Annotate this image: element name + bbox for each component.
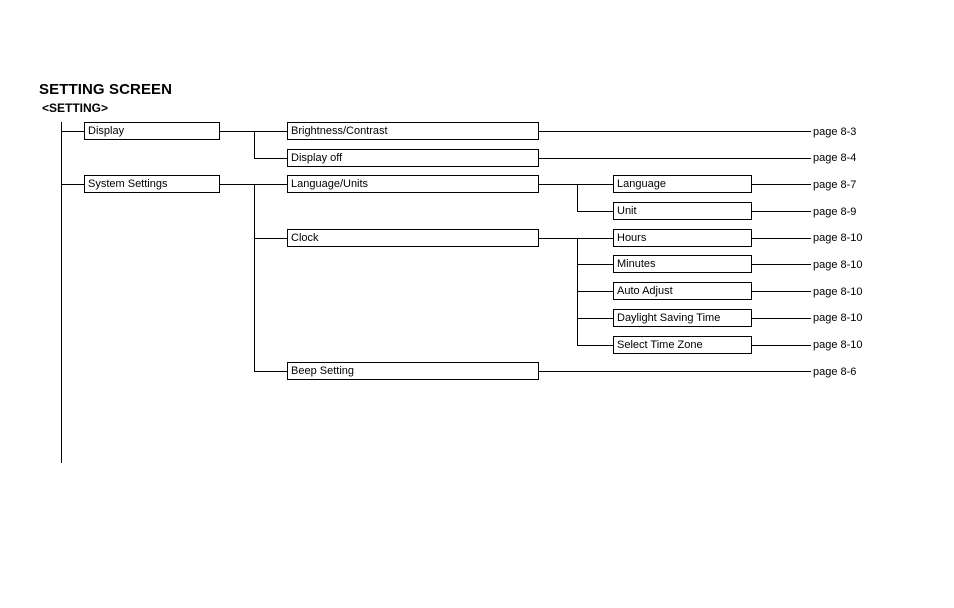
- page-ref-language: page 8-7: [813, 179, 857, 191]
- connector-system-settings: [61, 184, 84, 185]
- page-ref-minutes: page 8-10: [813, 259, 863, 271]
- language-units-branch-line: [577, 184, 578, 211]
- page-ref-beep-setting: page 8-6: [813, 366, 857, 378]
- leader-select-time-zone: [752, 345, 811, 346]
- connector-auto-adjust: [577, 291, 613, 292]
- connector-minutes: [577, 264, 613, 265]
- page-ref-brightness-contrast: page 8-3: [813, 126, 857, 138]
- leader-unit: [752, 211, 811, 212]
- leader-brightness-contrast: [539, 131, 811, 132]
- menu-item-brightness-contrast[interactable]: Brightness/Contrast: [287, 122, 539, 140]
- page-ref-hours: page 8-10: [813, 232, 863, 244]
- connector-unit: [577, 211, 613, 212]
- menu-item-display-off[interactable]: Display off: [287, 149, 539, 167]
- menu-item-beep-setting[interactable]: Beep Setting: [287, 362, 539, 380]
- connector-select-time-zone: [577, 345, 613, 346]
- leader-hours: [752, 238, 811, 239]
- page-ref-select-time-zone: page 8-10: [813, 339, 863, 351]
- menu-item-unit[interactable]: Unit: [613, 202, 752, 220]
- page-ref-daylight-saving-time: page 8-10: [813, 312, 863, 324]
- system-branch-line: [254, 184, 255, 371]
- page-ref-auto-adjust: page 8-10: [813, 286, 863, 298]
- leader-daylight-saving: [752, 318, 811, 319]
- leader-beep-setting: [539, 371, 811, 372]
- menu-item-language[interactable]: Language: [613, 175, 752, 193]
- menu-item-clock[interactable]: Clock: [287, 229, 539, 247]
- menu-item-language-units[interactable]: Language/Units: [287, 175, 539, 193]
- connector-display-out: [220, 131, 287, 132]
- section-subtitle: <SETTING>: [42, 101, 109, 115]
- connector-system-out: [220, 184, 287, 185]
- menu-item-daylight-saving-time[interactable]: Daylight Saving Time: [613, 309, 752, 327]
- connector-beep: [254, 371, 287, 372]
- display-branch-line: [254, 131, 255, 158]
- leader-display-off: [539, 158, 811, 159]
- connector-language-units-out: [539, 184, 613, 185]
- connector-daylight-saving: [577, 318, 613, 319]
- leader-auto-adjust: [752, 291, 811, 292]
- connector-display: [61, 131, 84, 132]
- connector-clock-out: [539, 238, 613, 239]
- menu-item-auto-adjust[interactable]: Auto Adjust: [613, 282, 752, 300]
- menu-item-system-settings[interactable]: System Settings: [84, 175, 220, 193]
- page-ref-display-off: page 8-4: [813, 152, 857, 164]
- trunk-line: [61, 122, 62, 463]
- menu-item-hours[interactable]: Hours: [613, 229, 752, 247]
- menu-item-select-time-zone[interactable]: Select Time Zone: [613, 336, 752, 354]
- leader-minutes: [752, 264, 811, 265]
- page-ref-unit: page 8-9: [813, 206, 857, 218]
- page-title: SETTING SCREEN: [39, 81, 173, 98]
- leader-language: [752, 184, 811, 185]
- connector-display-off: [254, 158, 287, 159]
- menu-item-minutes[interactable]: Minutes: [613, 255, 752, 273]
- menu-item-display[interactable]: Display: [84, 122, 220, 140]
- connector-clock: [254, 238, 287, 239]
